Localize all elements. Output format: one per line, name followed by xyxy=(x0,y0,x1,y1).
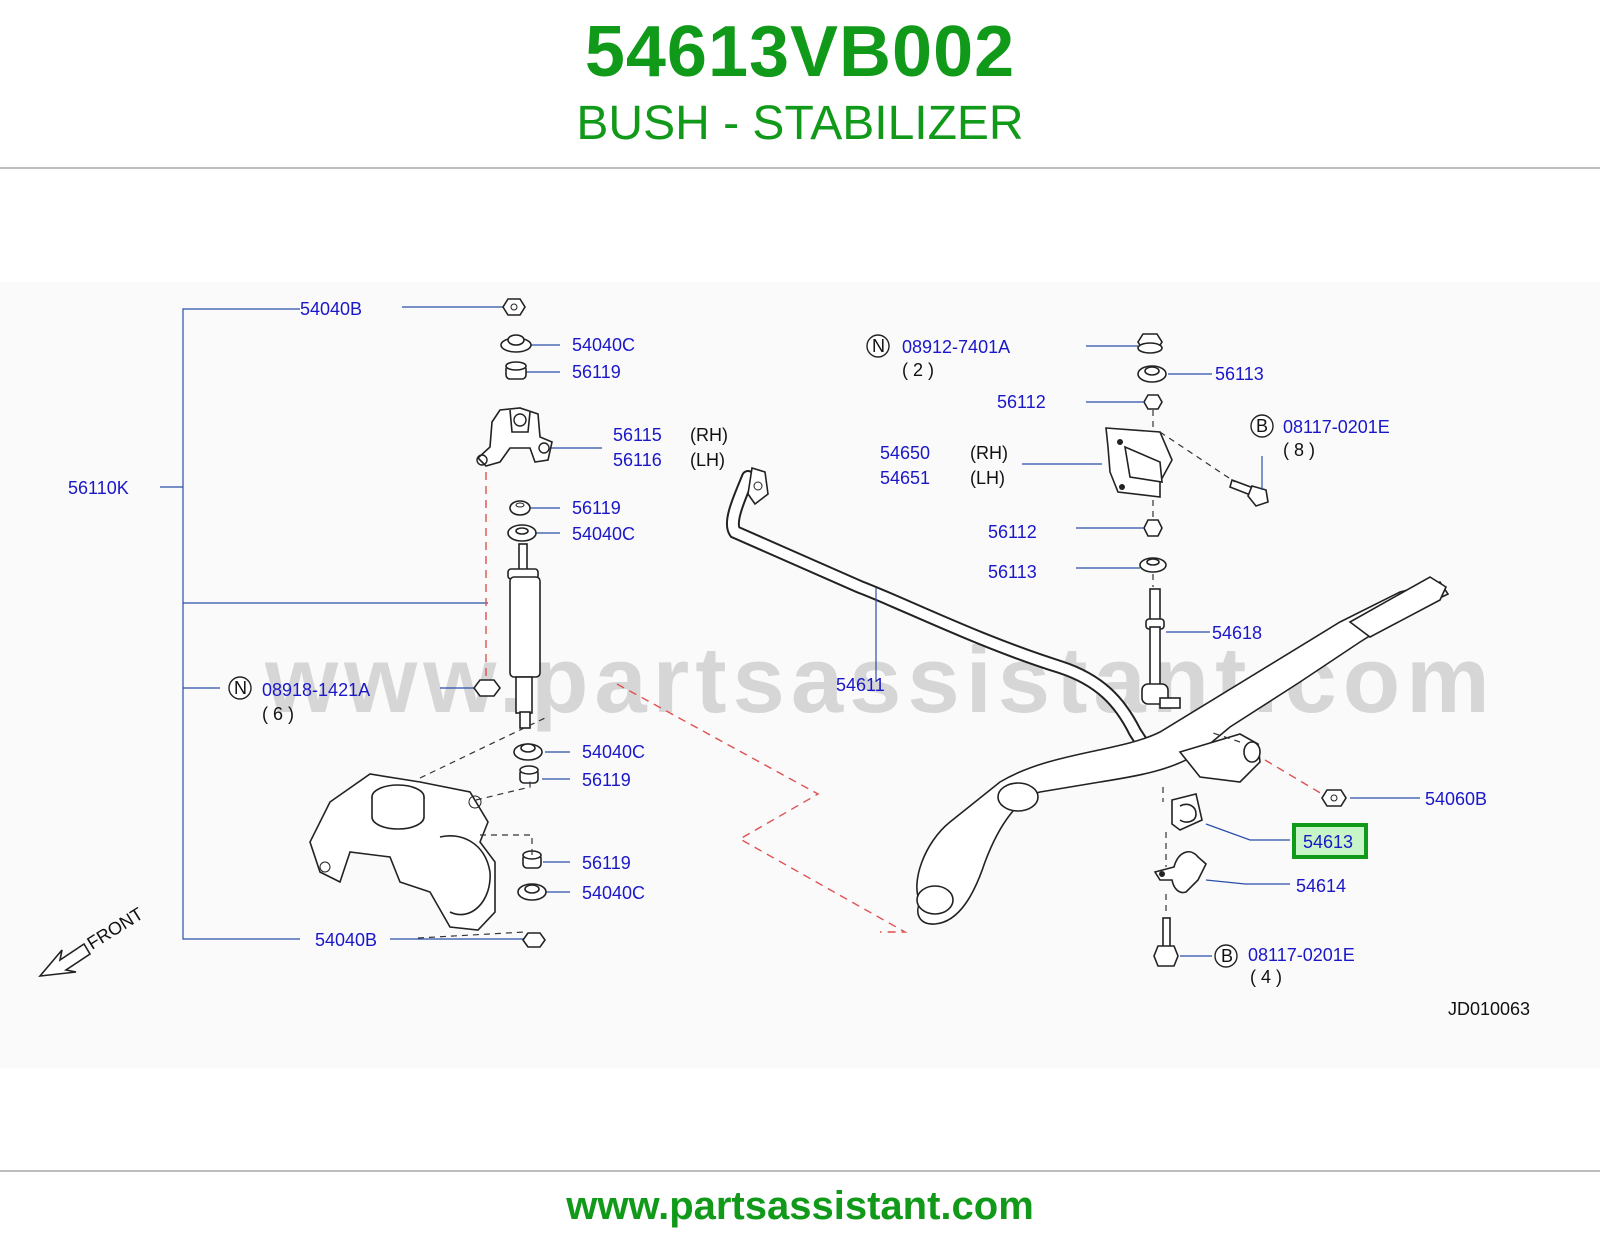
callout-56119-1[interactable]: 56119 xyxy=(572,362,621,382)
footer-url[interactable]: www.partsassistant.com xyxy=(566,1184,1034,1228)
callout-54040B-top[interactable]: 54040B xyxy=(300,299,362,319)
washer-54040C-3 xyxy=(513,743,543,761)
marker-B-08117-top: B xyxy=(1256,416,1268,436)
marker-B-08117-bottom: B xyxy=(1221,946,1233,966)
assembly-line-black-2 xyxy=(1152,410,1236,587)
callout-56119-4[interactable]: 56119 xyxy=(582,853,631,873)
callout-54651-side: (LH) xyxy=(970,468,1005,488)
marker-circles xyxy=(228,334,1274,968)
bushing-56119-3 xyxy=(519,765,539,784)
callout-56116-side: (LH) xyxy=(690,450,725,470)
right-leader-lines xyxy=(875,345,1420,957)
part-number-title: 54613VB002 xyxy=(584,12,1016,92)
stabilizer-link-54618 xyxy=(1141,588,1181,709)
shock-absorber xyxy=(507,543,541,729)
nut-54040B-top xyxy=(502,298,526,316)
shock-bracket-56115 xyxy=(476,407,553,467)
callout-08117-0201E-top[interactable]: 08117-0201E xyxy=(1283,417,1390,437)
bushing-56112-2 xyxy=(1143,519,1163,537)
drawing-code: JD010063 xyxy=(1448,999,1530,1019)
lower-control-arm-mount xyxy=(309,773,496,931)
callout-08912-7401A[interactable]: 08912-7401A xyxy=(902,337,1010,357)
callout-56110K[interactable]: 56110K xyxy=(68,478,129,498)
bushing-56119-1 xyxy=(505,361,527,380)
callout-08912-qty: ( 2 ) xyxy=(902,360,934,380)
callout-54613-highlighted[interactable]: 54613 xyxy=(1303,832,1353,852)
washer-54040C-4 xyxy=(517,883,547,901)
callout-08117-top-qty: ( 8 ) xyxy=(1283,440,1315,460)
callout-56112-2[interactable]: 56112 xyxy=(988,522,1037,542)
bolt-08117-0201E-top xyxy=(1229,478,1269,507)
callout-08918-qty: ( 6 ) xyxy=(262,704,294,724)
callout-54614[interactable]: 54614 xyxy=(1296,876,1346,896)
washer-54040C-1-boss xyxy=(507,334,525,346)
bushing-56119-4 xyxy=(522,850,542,869)
callout-56119-3[interactable]: 56119 xyxy=(582,770,631,790)
washer-56113-1 xyxy=(1137,365,1167,383)
nut-08918-1421A xyxy=(473,679,501,697)
part-name-subtitle: BUSH - STABILIZER xyxy=(576,97,1024,150)
nut-08912-7401A xyxy=(1137,333,1163,354)
callout-08117-0201E-bottom[interactable]: 08117-0201E xyxy=(1248,945,1355,965)
callout-54040C-4[interactable]: 54040C xyxy=(582,883,645,903)
diagram-canvas: www.partsassistant.com xyxy=(0,282,1600,1068)
washer-56113-2 xyxy=(1139,557,1167,573)
nut-54040B-bottom xyxy=(522,932,546,948)
bracket-54650 xyxy=(1105,427,1173,498)
callout-54651[interactable]: 54651 xyxy=(880,468,930,488)
callout-54040C-2[interactable]: 54040C xyxy=(572,524,635,544)
bushing-56112-1 xyxy=(1143,394,1163,410)
callout-56113-2[interactable]: 56113 xyxy=(988,562,1037,582)
callout-56113-1[interactable]: 56113 xyxy=(1215,364,1264,384)
nut-54060B xyxy=(1321,789,1347,807)
lower-arm-frame xyxy=(916,576,1450,925)
callout-54611[interactable]: 54611 xyxy=(836,675,885,695)
callout-54060B[interactable]: 54060B xyxy=(1425,789,1487,809)
callout-56112-1[interactable]: 56112 xyxy=(997,392,1046,412)
callout-54040C-1[interactable]: 54040C xyxy=(572,335,635,355)
callout-08918-1421A[interactable]: 08918-1421A xyxy=(262,680,370,700)
callout-56115[interactable]: 56115 xyxy=(613,425,662,445)
assembly-line-black-1 xyxy=(417,717,546,939)
assembly-line-red-3 xyxy=(1264,759,1323,795)
washer-54040C-2 xyxy=(507,524,537,542)
bolt-08117-0201E-bottom xyxy=(1153,917,1179,967)
footer-divider xyxy=(0,1170,1600,1172)
callout-54650[interactable]: 54650 xyxy=(880,443,930,463)
page-header: 54613VB002 BUSH - STABILIZER xyxy=(0,0,1600,168)
header-divider xyxy=(0,167,1600,169)
callout-54040C-3[interactable]: 54040C xyxy=(582,742,645,762)
stabilizer-bar-54611 xyxy=(725,466,1155,759)
exploded-parts-diagram: www.partsassistant.com xyxy=(0,282,1600,1068)
callout-54650-side: (RH) xyxy=(970,443,1008,463)
stabilizer-bush-54613 xyxy=(1171,793,1203,831)
callout-56119-2[interactable]: 56119 xyxy=(572,498,621,518)
front-arrow-icon xyxy=(38,942,92,978)
callout-54040B-bottom[interactable]: 54040B xyxy=(315,930,377,950)
callout-54618[interactable]: 54618 xyxy=(1212,623,1262,643)
marker-N-08918: N xyxy=(234,678,247,698)
clamp-54614 xyxy=(1153,851,1207,894)
marker-N-08912: N xyxy=(872,336,885,356)
highlight-box-54613 xyxy=(1292,823,1368,859)
bushing-56119-2 xyxy=(509,500,531,516)
callout-08117-bottom-qty: ( 4 ) xyxy=(1250,967,1282,987)
callout-56115-side: (RH) xyxy=(690,425,728,445)
bracket-56110K-lines xyxy=(160,306,602,940)
callout-56116[interactable]: 56116 xyxy=(613,450,662,470)
